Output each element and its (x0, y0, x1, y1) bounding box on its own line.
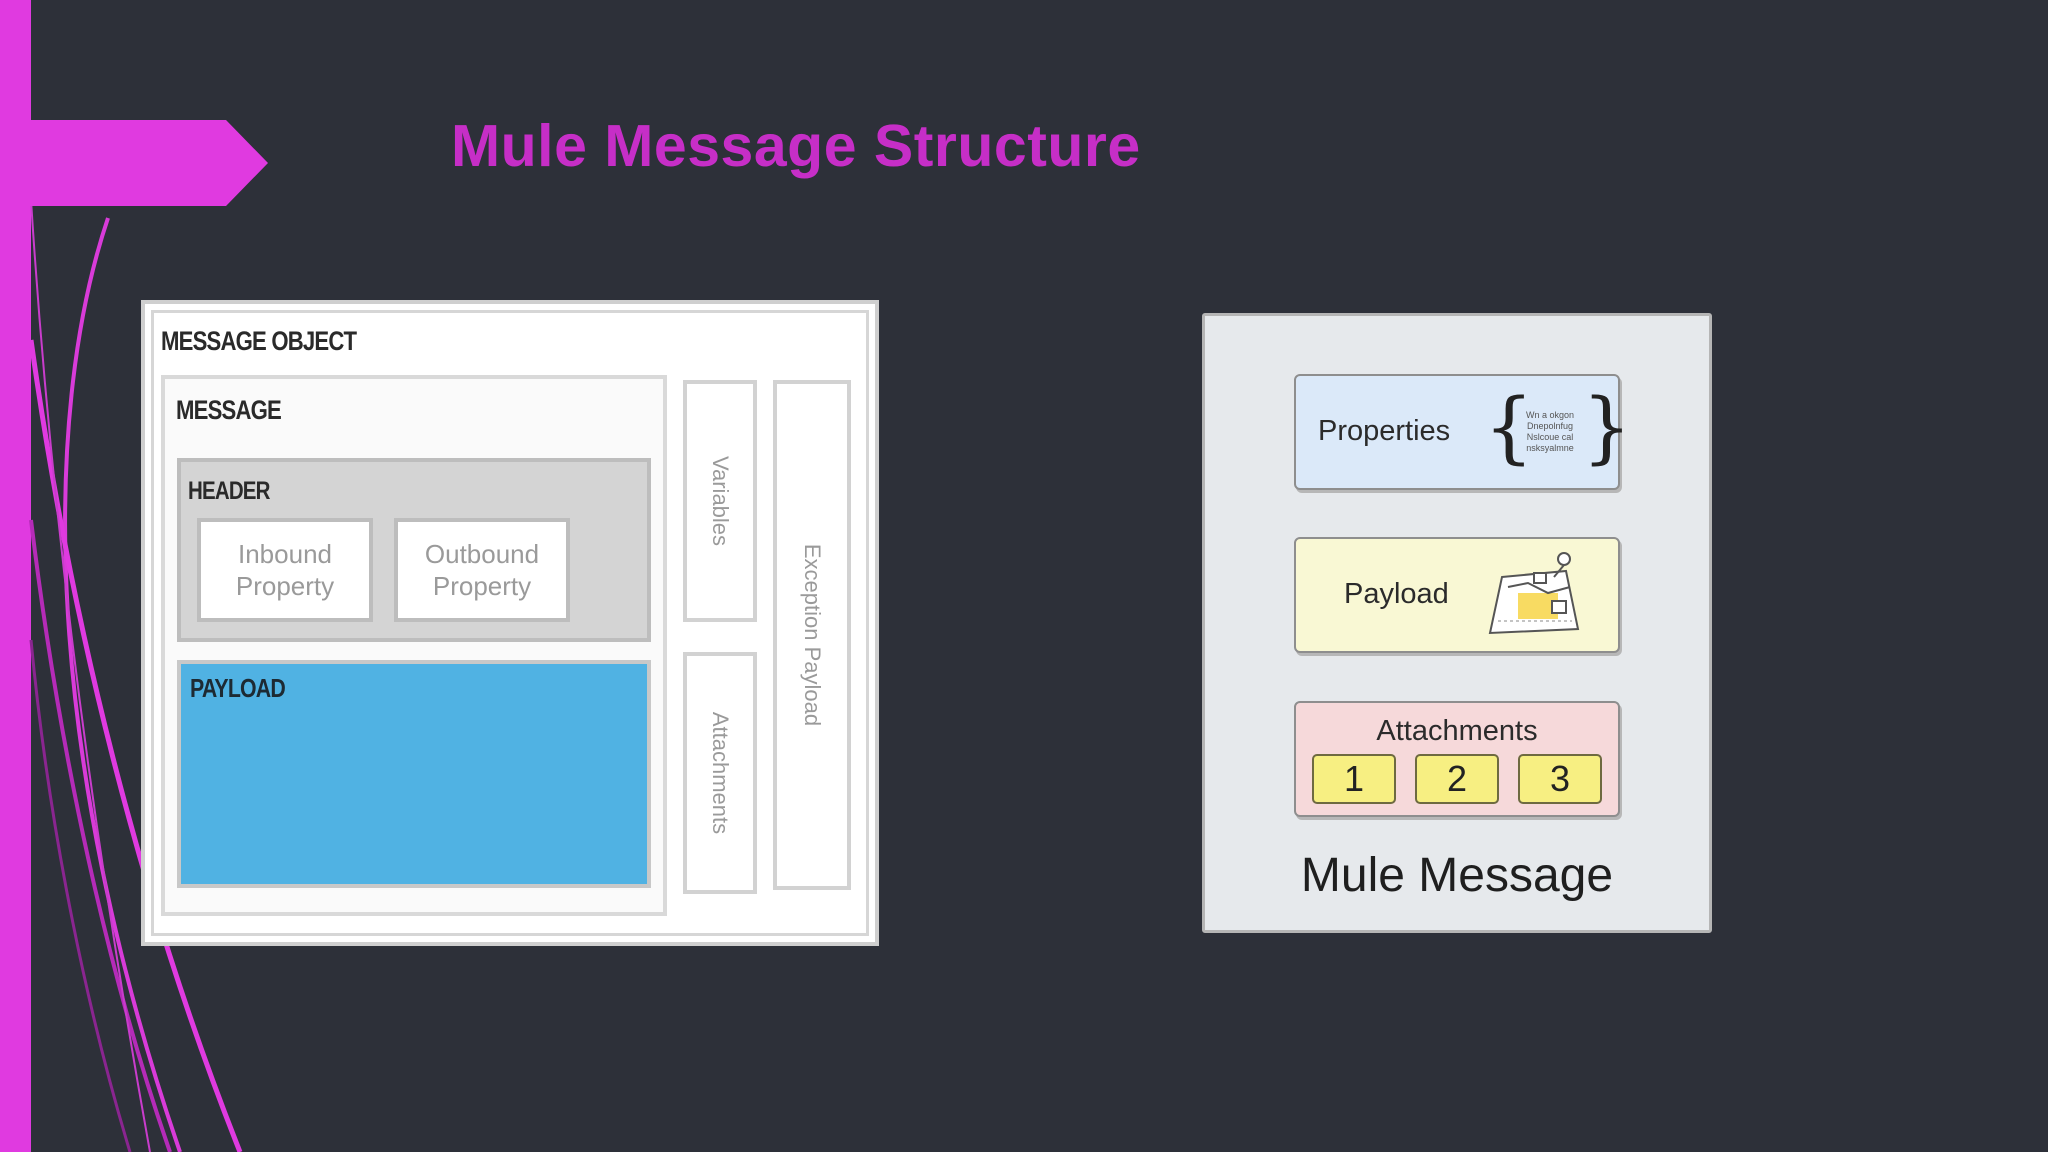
message-object-inner-border (151, 310, 869, 936)
attachment-number-box: 3 (1518, 754, 1602, 804)
attachment-number-box: 1 (1312, 754, 1396, 804)
payload-card: Payload (1294, 537, 1620, 653)
payload-label: PAYLOAD (190, 673, 286, 703)
exception-payload-box: Exception Payload (773, 380, 851, 890)
exception-payload-label: Exception Payload (800, 543, 825, 727)
attachments-box: Attachments (683, 652, 757, 894)
title-arrow-shape (0, 120, 268, 206)
mule-message-caption: Mule Message (1300, 849, 1614, 902)
message-label: MESSAGE (176, 395, 282, 425)
properties-label: Properties (1318, 415, 1451, 447)
attachment-number-box: 2 (1415, 754, 1499, 804)
outbound-property-box: Outbound Property (394, 518, 570, 622)
properties-detail-text: Wn a okgon Dnepolnfug Nslcoue cal nsksya… (1525, 410, 1575, 453)
properties-card: Properties { Wn a okgon Dnepolnfug Nslco… (1294, 374, 1632, 490)
slide-title: Mule Message Structure (451, 113, 1141, 179)
message-object-label: MESSAGE OBJECT (161, 326, 357, 356)
left-brace-icon: { (1484, 383, 1534, 473)
attachments-card-label: Attachments (1376, 715, 1538, 747)
variables-label: Variables (708, 455, 733, 547)
header-label: HEADER (188, 477, 270, 505)
attachments-card: Attachments 1 2 3 (1294, 701, 1620, 817)
attachments-label: Attachments (708, 711, 733, 835)
inbound-property-box: Inbound Property (197, 518, 373, 622)
right-brace-icon: } (1582, 383, 1632, 473)
payload-box (177, 660, 651, 888)
variables-box: Variables (683, 380, 757, 622)
payload-card-label: Payload (1344, 578, 1449, 610)
map-icon (1488, 552, 1580, 635)
decorative-swoosh-lines (28, 199, 243, 1152)
